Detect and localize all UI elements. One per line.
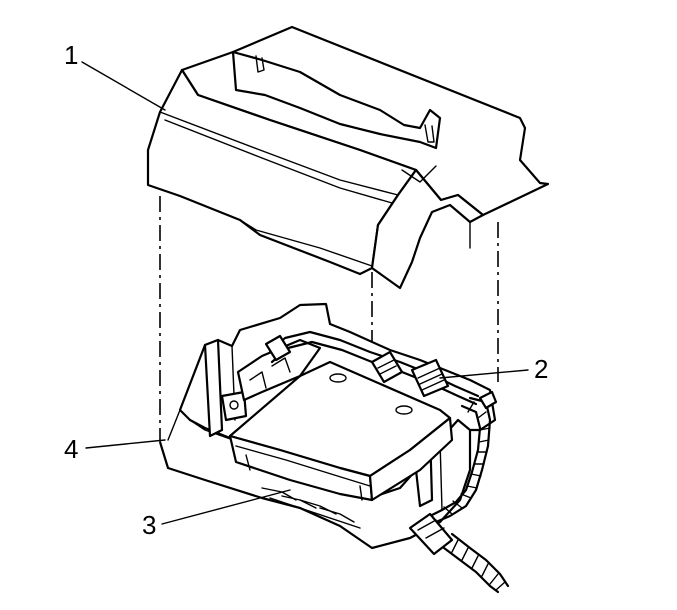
module-side-face: [368, 416, 454, 502]
leader-lines: [81, 61, 529, 525]
callout-2: 2: [534, 354, 548, 384]
module-rear-housing: [236, 338, 322, 402]
callout-1: 1: [64, 40, 78, 70]
tray-bracket: [220, 390, 248, 422]
cover-flap: [231, 50, 442, 150]
module: [228, 338, 454, 502]
harness-tail-ribs: [451, 539, 506, 591]
leader-line-2: [439, 369, 529, 379]
leader-line-3: [161, 489, 291, 525]
harness-connector-mid: [370, 350, 404, 384]
tray-left-wall: [203, 338, 224, 438]
cover: [146, 25, 550, 290]
harness-conduit: [428, 396, 492, 532]
leader-line-4: [85, 439, 166, 449]
callout-3: 3: [142, 510, 156, 540]
leader-line-1: [81, 61, 166, 111]
tray-vents: [261, 487, 361, 529]
cover-side-face: [370, 168, 485, 290]
wiring-harness: [264, 330, 510, 594]
harness-conduit-ribs: [443, 401, 491, 515]
harness-end-connector: [408, 512, 454, 556]
callout-4: 4: [64, 434, 78, 464]
harness-connector-left: [264, 334, 292, 362]
